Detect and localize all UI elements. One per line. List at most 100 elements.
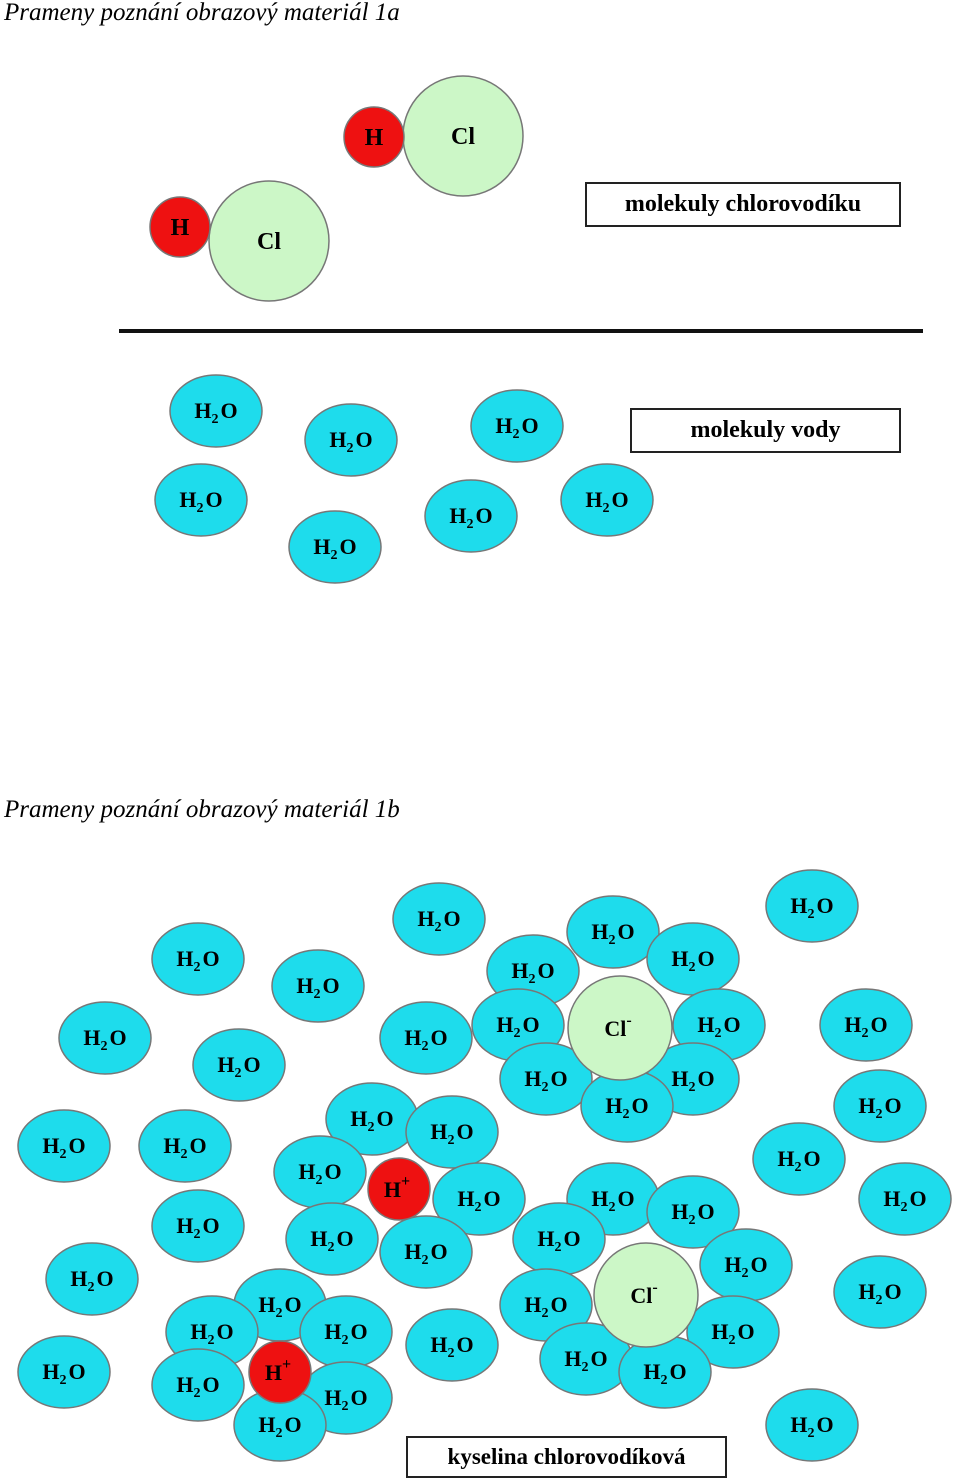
hydrogen-ion-symbol: H+ bbox=[384, 1173, 410, 1202]
water-formula: H2O bbox=[324, 1319, 367, 1348]
water-molecule: H2O bbox=[424, 479, 518, 553]
water-formula: H2O bbox=[844, 1012, 887, 1041]
water-molecule-shape bbox=[288, 510, 382, 584]
water-molecule: H2O bbox=[833, 1069, 927, 1143]
hydrogen-atom: H bbox=[149, 196, 211, 258]
water-molecule-shape bbox=[271, 949, 365, 1023]
water-molecule-shape bbox=[424, 479, 518, 553]
water-molecule-shape bbox=[833, 1255, 927, 1329]
water-molecule-shape bbox=[405, 1095, 499, 1169]
water-formula: H2O bbox=[883, 1186, 926, 1215]
chlorine-atom: Cl bbox=[402, 75, 524, 197]
hydrogen-atom-shape bbox=[343, 106, 405, 168]
hydrogen-ion-shape bbox=[248, 1340, 312, 1404]
chloride-ion-symbol: Cl- bbox=[630, 1279, 657, 1308]
water-molecule-shape bbox=[405, 1308, 499, 1382]
water-molecule-shape bbox=[646, 922, 740, 996]
water-molecule-shape bbox=[192, 1028, 286, 1102]
chloride-ion-shape bbox=[593, 1242, 699, 1348]
chlorine-atom-symbol: Cl bbox=[257, 229, 281, 255]
water-molecule: H2O bbox=[17, 1335, 111, 1409]
water-molecule-shape bbox=[752, 1122, 846, 1196]
water-molecule-shape bbox=[392, 882, 486, 956]
water-molecule-shape bbox=[432, 1162, 526, 1236]
water-molecule: H2O bbox=[299, 1295, 393, 1369]
water-formula: H2O bbox=[298, 1159, 341, 1188]
water-formula: H2O bbox=[711, 1319, 754, 1348]
water-molecule: H2O bbox=[699, 1228, 793, 1302]
water-formula: H2O bbox=[176, 946, 219, 975]
water-molecule-shape bbox=[819, 988, 913, 1062]
chlorine-atom-symbol: Cl bbox=[451, 124, 475, 150]
water-molecule: H2O bbox=[138, 1109, 232, 1183]
water-molecule: H2O bbox=[512, 1202, 606, 1276]
water-molecule: H2O bbox=[233, 1388, 327, 1462]
water-formula: H2O bbox=[217, 1052, 260, 1081]
water-formula: H2O bbox=[564, 1346, 607, 1375]
water-molecule: H2O bbox=[819, 988, 913, 1062]
water-molecule: H2O bbox=[379, 1215, 473, 1289]
water-surface-line bbox=[119, 329, 923, 333]
water-molecules-label: molekuly vody bbox=[630, 408, 901, 453]
hydrogen-ion-symbol: H+ bbox=[265, 1356, 291, 1385]
water-molecule: H2O bbox=[618, 1335, 712, 1409]
water-molecule-shape bbox=[151, 922, 245, 996]
water-formula: H2O bbox=[324, 1385, 367, 1414]
water-formula: H2O bbox=[417, 906, 460, 935]
water-formula: H2O bbox=[457, 1186, 500, 1215]
water-molecule-shape bbox=[379, 1215, 473, 1289]
water-formula: H2O bbox=[296, 973, 339, 1002]
water-formula: H2O bbox=[724, 1252, 767, 1281]
water-molecule-shape bbox=[138, 1109, 232, 1183]
water-molecule: H2O bbox=[470, 389, 564, 463]
water-molecule-shape bbox=[699, 1228, 793, 1302]
water-formula: H2O bbox=[777, 1146, 820, 1175]
water-molecule: H2O bbox=[432, 1162, 526, 1236]
water-molecule-shape bbox=[285, 1202, 379, 1276]
water-molecule: H2O bbox=[192, 1028, 286, 1102]
water-molecule-shape bbox=[765, 1388, 859, 1462]
water-molecule: H2O bbox=[169, 374, 263, 448]
water-molecule-shape bbox=[580, 1069, 674, 1143]
water-molecule-shape bbox=[45, 1242, 139, 1316]
water-formula: H2O bbox=[449, 503, 492, 532]
water-formula: H2O bbox=[495, 413, 538, 442]
water-formula: H2O bbox=[643, 1359, 686, 1388]
water-molecule-shape bbox=[169, 374, 263, 448]
water-formula: H2O bbox=[404, 1239, 447, 1268]
water-molecule-shape bbox=[618, 1335, 712, 1409]
water-molecule-shape bbox=[470, 389, 564, 463]
water-molecule-shape bbox=[646, 1175, 740, 1249]
water-molecule: H2O bbox=[285, 1202, 379, 1276]
water-formula: H2O bbox=[511, 958, 554, 987]
hcl-molecules-label: molekuly chlorovodíku bbox=[585, 182, 901, 227]
water-molecule: H2O bbox=[151, 1348, 245, 1422]
water-formula: H2O bbox=[329, 427, 372, 456]
water-formula: H2O bbox=[163, 1133, 206, 1162]
water-molecule-shape bbox=[560, 463, 654, 537]
hydrogen-atom: H bbox=[343, 106, 405, 168]
water-molecule: H2O bbox=[560, 463, 654, 537]
material-1a-heading: Prameny poznání obrazový materiál 1a bbox=[4, 0, 400, 26]
water-formula: H2O bbox=[496, 1012, 539, 1041]
water-formula: H2O bbox=[537, 1226, 580, 1255]
water-formula: H2O bbox=[179, 487, 222, 516]
water-molecule-shape bbox=[858, 1162, 952, 1236]
water-molecule: H2O bbox=[858, 1162, 952, 1236]
water-molecule: H2O bbox=[17, 1109, 111, 1183]
water-molecule: H2O bbox=[580, 1069, 674, 1143]
water-molecule-shape bbox=[379, 1001, 473, 1075]
water-formula: H2O bbox=[430, 1332, 473, 1361]
water-formula: H2O bbox=[350, 1106, 393, 1135]
water-formula: H2O bbox=[591, 919, 634, 948]
water-formula: H2O bbox=[404, 1025, 447, 1054]
water-formula: H2O bbox=[430, 1119, 473, 1148]
water-formula: H2O bbox=[176, 1213, 219, 1242]
water-formula: H2O bbox=[671, 946, 714, 975]
water-formula: H2O bbox=[790, 893, 833, 922]
water-formula: H2O bbox=[585, 487, 628, 516]
water-formula: H2O bbox=[313, 534, 356, 563]
water-molecule: H2O bbox=[833, 1255, 927, 1329]
water-molecule: H2O bbox=[646, 922, 740, 996]
water-molecule: H2O bbox=[405, 1308, 499, 1382]
